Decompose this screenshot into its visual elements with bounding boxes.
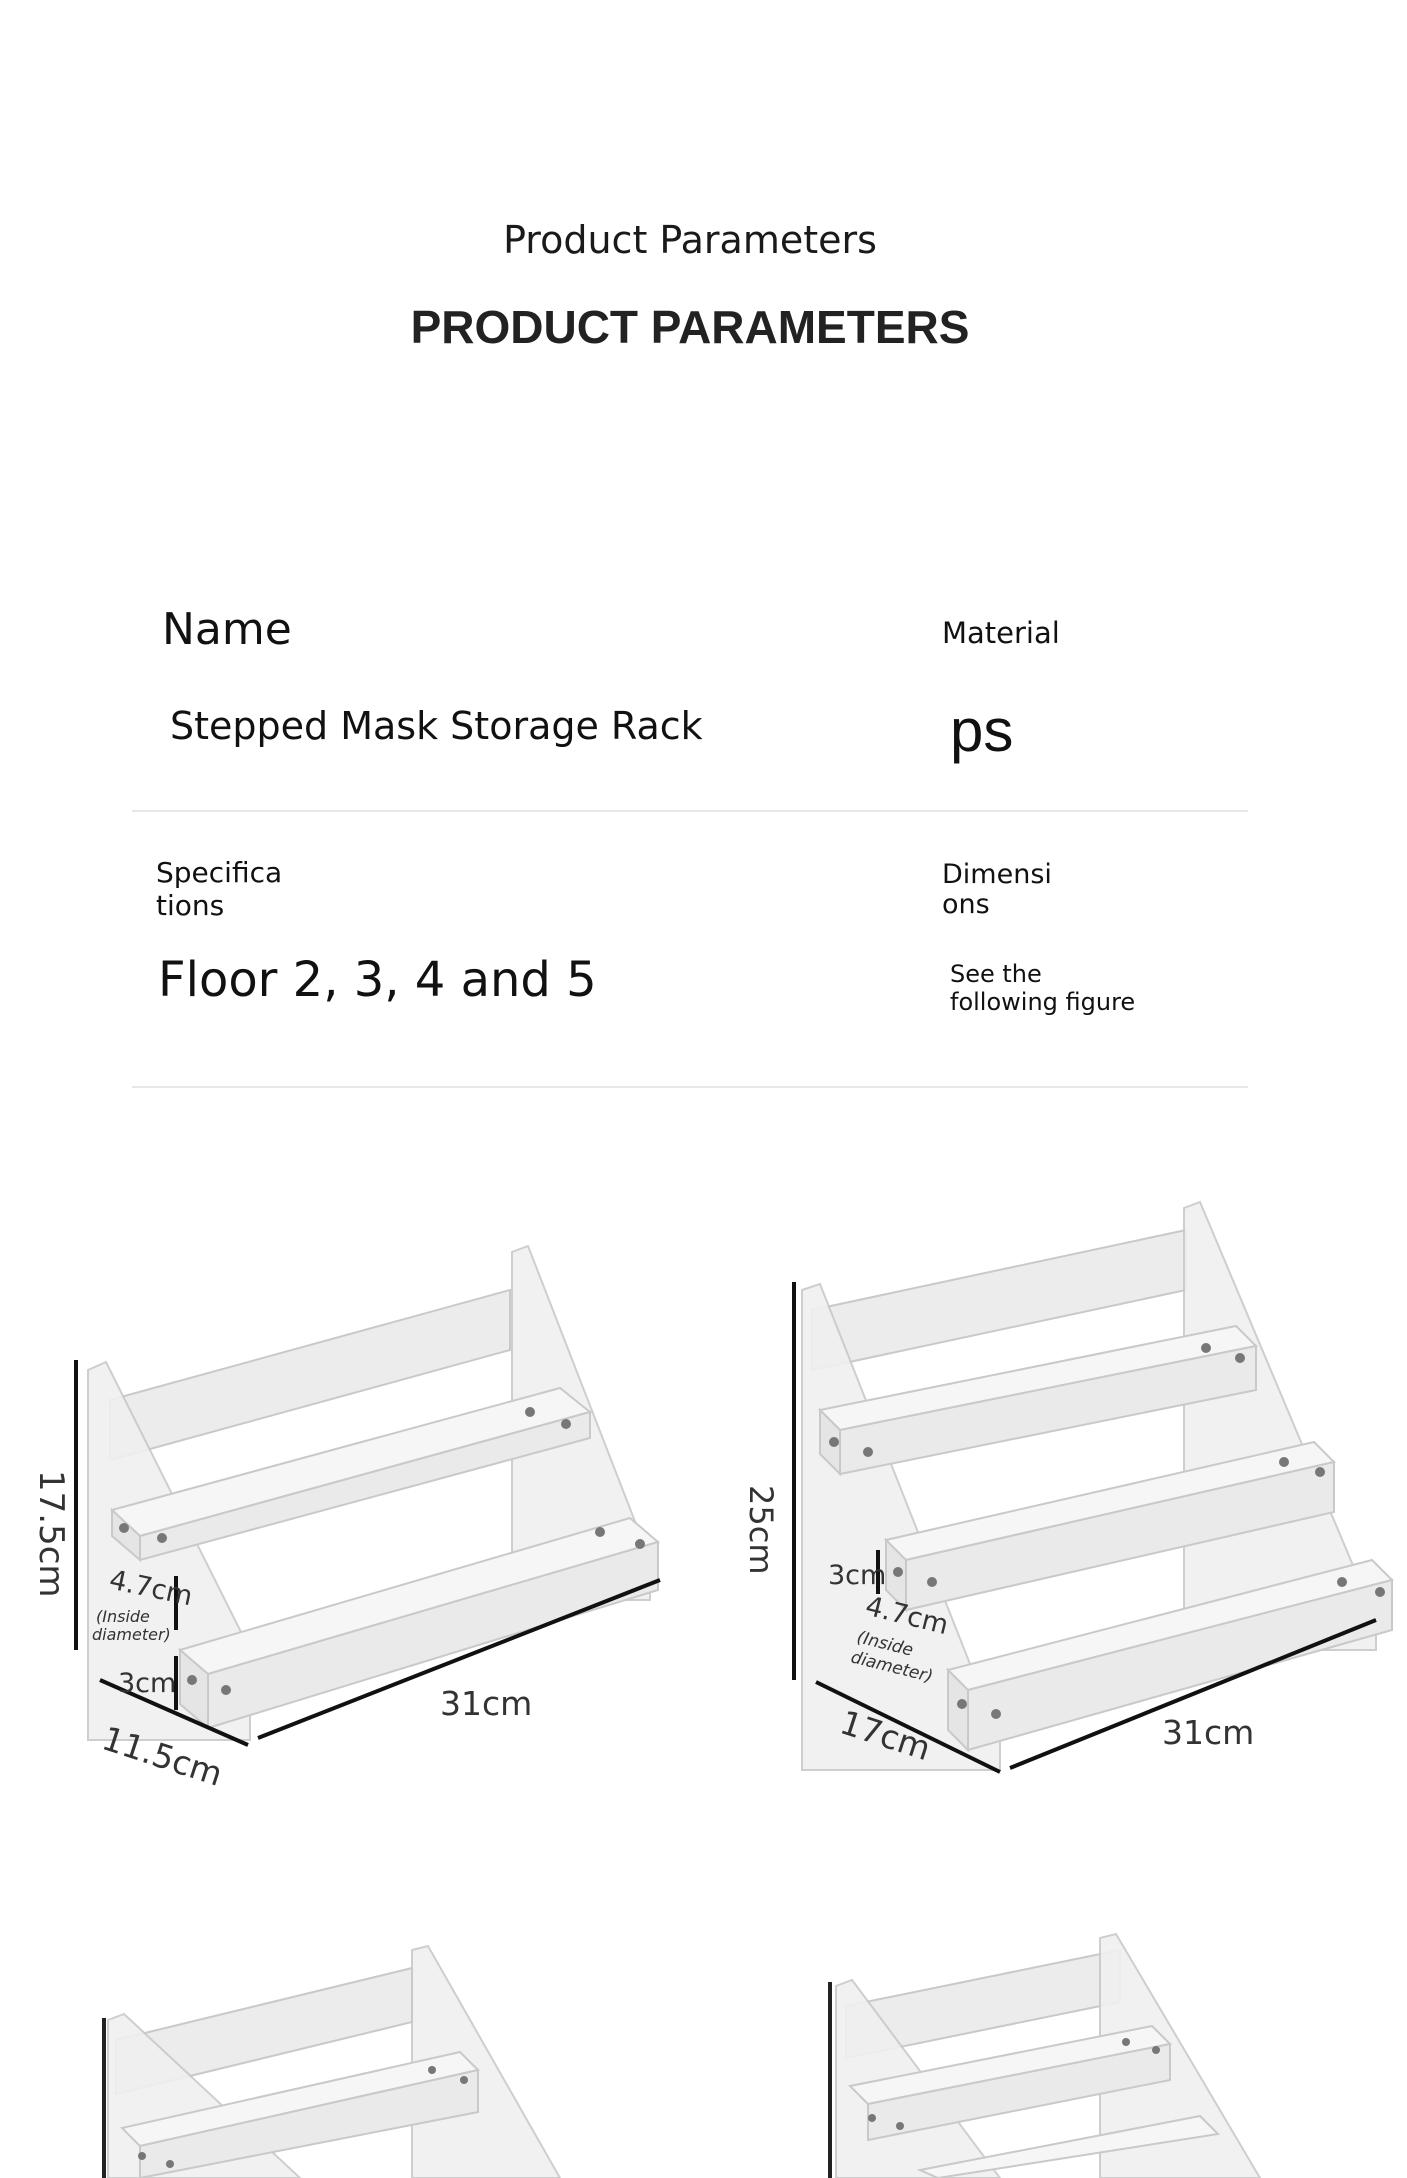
- dimensions-value: See the following figure: [950, 960, 1135, 1016]
- two-tier-rack-dimension-lines: [74, 1360, 661, 1747]
- five-tier-rack-figure: [828, 1932, 1262, 2178]
- two-tier-rack-drawing: [87, 1244, 661, 1741]
- two-tier-rack-screws: [119, 1407, 645, 1695]
- five-tier-rack-screws: [868, 2038, 1160, 2130]
- specifications-label: Specifica tions: [156, 856, 282, 922]
- specifications-label-line1: Specifica: [156, 856, 283, 889]
- specifications-label-line2: tions: [156, 889, 225, 922]
- page-title-caps: PRODUCT PARAMETERS: [410, 301, 970, 353]
- rack3-lip: 3cm: [828, 1560, 886, 1591]
- three-tier-rack-drawing: [801, 1200, 1394, 1771]
- rack2-inside-1: (Inside: [96, 1607, 150, 1626]
- dimensions-value-line2: following figure: [950, 988, 1136, 1016]
- specifications-value: Floor 2, 3, 4 and 5: [158, 952, 597, 1008]
- rack2-lip: 3cm: [118, 1668, 176, 1699]
- page-title: Product Parameters: [503, 218, 877, 262]
- rack2-width: 31cm: [440, 1684, 532, 1723]
- dimensions-label-line1: Dimensi: [942, 859, 1052, 890]
- rack2-inside-2: diameter): [92, 1625, 171, 1644]
- three-tier-rack-dimension-lines: [792, 1282, 1377, 1774]
- material-label: Material: [942, 616, 1060, 650]
- dimensions-label-line2: ons: [942, 889, 990, 920]
- dimensions-label: Dimensi ons: [942, 860, 1052, 920]
- three-tier-rack-screws: [829, 1343, 1385, 1719]
- rack3-width: 31cm: [1162, 1713, 1254, 1752]
- dimensions-value-line1: See the: [950, 960, 1042, 988]
- three-tier-rack-figure: 25cm 3cm 4.7cm (Inside diameter) 17cm 31…: [742, 1200, 1394, 1774]
- table-divider: [132, 810, 1248, 812]
- two-tier-rack-figure: 17.5cm 4.7cm (Inside diameter) 3cm 11.5c…: [31, 1244, 661, 1794]
- name-label: Name: [162, 604, 292, 655]
- five-tier-rack-drawing: [828, 1932, 1262, 2178]
- table-divider-bottom: [132, 1086, 1248, 1088]
- rack2-height: 17.5cm: [31, 1470, 71, 1598]
- four-tier-rack-screws: [138, 2066, 468, 2168]
- four-tier-rack-drawing: [102, 1944, 562, 2178]
- material-value: ps: [950, 697, 1014, 764]
- four-tier-rack-figure: [102, 1944, 562, 2178]
- rack3-height: 25cm: [742, 1485, 780, 1574]
- name-value: Stepped Mask Storage Rack: [170, 704, 703, 748]
